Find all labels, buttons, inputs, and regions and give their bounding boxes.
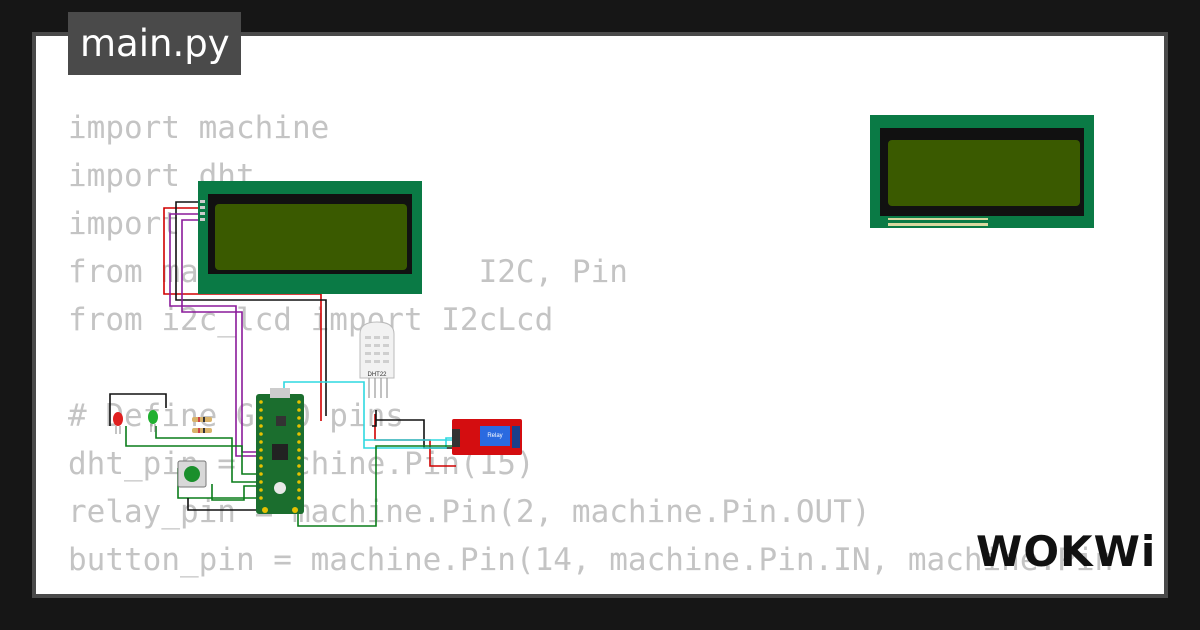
wokwi-logo: WOKWi	[976, 528, 1156, 576]
relay-label: Relay	[487, 433, 502, 439]
pico-board[interactable]	[256, 388, 304, 514]
file-tab[interactable]: main.py	[68, 12, 241, 75]
code-line: led_red_pin = machine.Pin(13, machine.Pi…	[68, 584, 1113, 594]
wokwi-logo-text: WOKWi	[976, 528, 1156, 576]
lcd-display[interactable]	[198, 181, 422, 294]
resistor-2[interactable]	[192, 428, 212, 433]
raspberry-logo-icon	[274, 482, 286, 494]
code-line: relay_pin = machine.Pin(2, machine.Pin.O…	[68, 494, 871, 530]
circuit-diagram: DHT22 Relay	[109, 115, 1094, 527]
wire-black-2[interactable]	[109, 393, 258, 511]
lcd-pins	[888, 218, 988, 226]
led-green[interactable]	[148, 410, 158, 432]
led-red[interactable]	[113, 412, 123, 434]
code-line: button_pin = machine.Pin(14, machine.Pin…	[68, 542, 1114, 578]
relay-module[interactable]: Relay	[452, 419, 522, 455]
wire-cyan[interactable]	[283, 381, 456, 449]
resistor[interactable]	[192, 417, 212, 422]
wire-purple[interactable]	[169, 213, 258, 457]
push-button[interactable]	[177, 460, 207, 488]
code-line: import machine	[68, 110, 330, 146]
wire-green[interactable]	[125, 426, 456, 527]
wires	[109, 201, 456, 527]
dht22-sensor[interactable]: DHT22	[359, 321, 395, 398]
dht22-label: DHT22	[367, 372, 387, 378]
lcd-display-2[interactable]	[870, 115, 1094, 228]
code-line: from ma I2C, Pin	[68, 254, 628, 290]
code-line: import	[68, 206, 180, 242]
